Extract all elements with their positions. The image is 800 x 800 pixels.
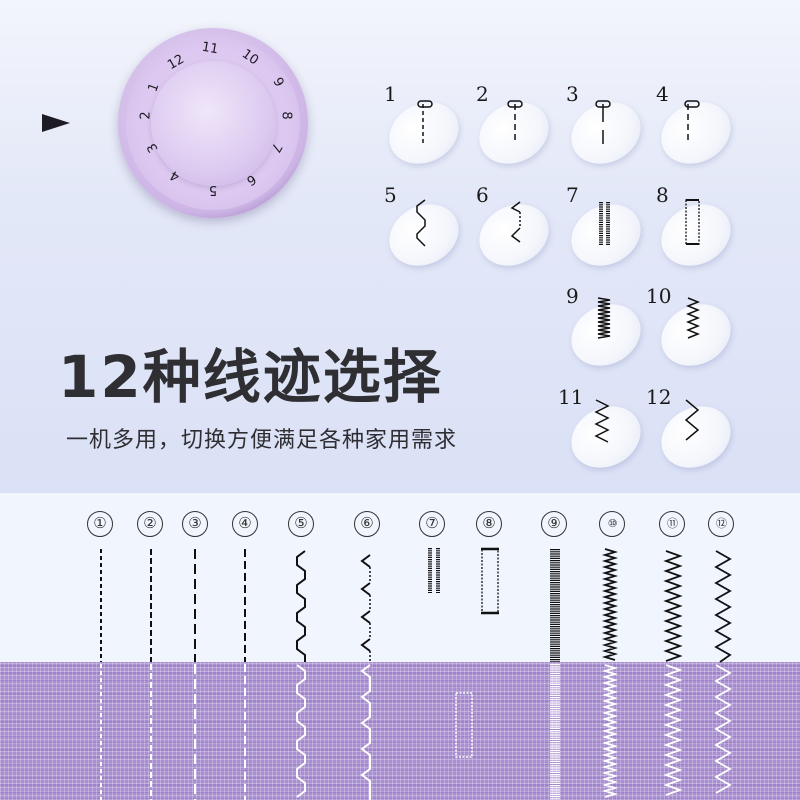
stitch-sample-number: ⑫ <box>708 511 734 537</box>
stretch-zigzag-icon <box>416 199 426 247</box>
dense-zigzag-icon <box>597 297 611 339</box>
button-label: 9 <box>566 284 579 308</box>
button-label: 6 <box>476 183 489 207</box>
stitch-selector-dial[interactable]: 1 2 3 4 5 6 7 8 9 10 11 12 <box>118 28 308 218</box>
stitch-sample-number: ① <box>87 511 113 537</box>
button-label: 1 <box>384 82 397 106</box>
stitch-sample-number: ⑧ <box>476 511 502 537</box>
straight-stitch-long-icon <box>595 100 611 144</box>
stitch-samples-diagram <box>100 547 732 800</box>
arrow-right-icon <box>42 114 70 132</box>
headline: 12种线迹选择 <box>58 343 443 411</box>
wide-zigzag-icon <box>684 399 700 441</box>
straight-stitch-center-icon <box>507 100 523 144</box>
button-label: 2 <box>476 82 489 106</box>
stitch-sample-number: ③ <box>182 511 208 537</box>
button-label: 7 <box>566 183 579 207</box>
stitch-sample-number: ⑩ <box>599 511 625 537</box>
straight-stitch-right-icon <box>684 100 700 144</box>
stitch-sample-number: ⑤ <box>288 511 314 537</box>
button-label: 3 <box>566 82 579 106</box>
stitch-sample-number: ② <box>137 511 163 537</box>
dial-number: 2 <box>138 111 154 120</box>
stitch-samples-panel: ① ② ③ ④ ⑤ ⑥ ⑦ ⑧ ⑨ ⑩ ⑪ ⑫ <box>0 493 800 800</box>
button-label: 10 <box>646 284 672 308</box>
medium-zigzag-icon <box>594 399 610 443</box>
stitch-sample-number: ⑥ <box>354 511 380 537</box>
double-satin-icon <box>599 202 610 246</box>
narrow-zigzag-icon <box>685 297 701 339</box>
dial-number: 11 <box>200 39 220 58</box>
button-label: 11 <box>558 385 584 409</box>
stitch-sample-number: ⑨ <box>541 511 567 537</box>
top-panel: 1 2 3 4 5 6 7 8 9 10 11 12 1 2 3 4 5 <box>0 0 800 493</box>
buttonhole-icon <box>685 199 700 245</box>
dial-knob <box>151 61 276 186</box>
dial-number: 8 <box>278 111 294 120</box>
dial-number: 5 <box>208 182 218 197</box>
button-label: 4 <box>656 82 669 106</box>
straight-stitch-left-icon <box>417 100 433 144</box>
button-label: 12 <box>646 385 672 409</box>
stitch-sample-number: ⑦ <box>419 511 445 537</box>
button-label: 5 <box>384 183 397 207</box>
stitch-sample-number: ④ <box>232 511 258 537</box>
subheadline: 一机多用，切换方便满足各种家用需求 <box>66 428 458 453</box>
stitch-sample-number: ⑪ <box>659 511 685 537</box>
button-label: 8 <box>656 183 669 207</box>
fabric-swatch <box>0 662 800 800</box>
blind-hem-icon <box>510 201 521 243</box>
